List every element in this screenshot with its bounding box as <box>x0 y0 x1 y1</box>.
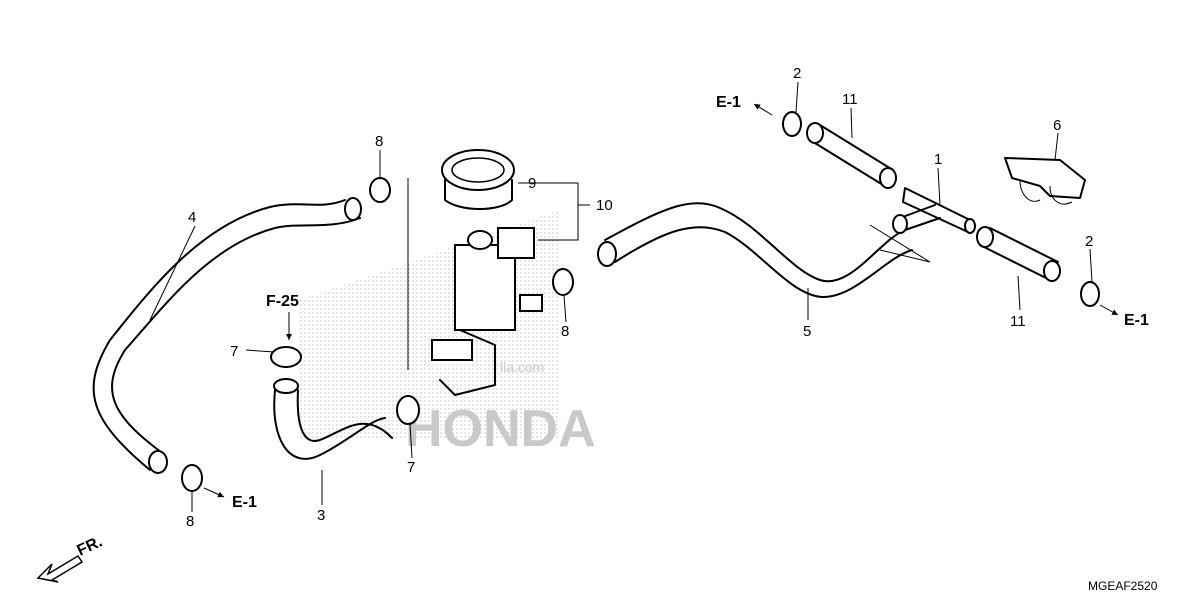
clamp-holder-6 <box>1004 157 1086 205</box>
clips <box>181 111 1100 492</box>
callout-8-middle: 8 <box>561 323 569 340</box>
watermark-area: HONDA lla.com <box>300 210 596 458</box>
callout-8-upper: 8 <box>375 133 383 150</box>
callout-5: 5 <box>803 323 811 340</box>
ref-e1-upper: E-1 <box>716 94 741 111</box>
hose-5 <box>597 202 913 299</box>
callout-1: 1 <box>934 151 942 168</box>
clip-9 <box>441 149 515 210</box>
ref-e1-lower: E-1 <box>232 494 257 511</box>
solenoid-valve-10 <box>431 227 543 396</box>
callout-10: 10 <box>596 197 613 214</box>
callout-11-upper: 11 <box>842 91 858 108</box>
hose-3 <box>273 378 393 460</box>
direction-label: FR. <box>75 533 106 559</box>
callout-2-lower: 2 <box>1085 233 1093 250</box>
callout-7-left: 7 <box>230 343 238 360</box>
front-arrow-icon <box>36 554 84 583</box>
callout-7-lower: 7 <box>407 459 415 476</box>
hose-11-upper <box>806 122 897 189</box>
tee-joint-1 <box>869 187 976 263</box>
callout-8-lower: 8 <box>186 513 194 530</box>
hose-4 <box>92 197 362 474</box>
callout-11-lower: 11 <box>1010 313 1026 330</box>
callout-9: 9 <box>528 175 536 192</box>
hose-11-lower <box>976 226 1061 282</box>
part-code: MGEAF2520 <box>1088 579 1158 593</box>
callout-2-upper: 2 <box>793 65 801 82</box>
watermark-site: lla.com <box>500 359 544 375</box>
callout-4: 4 <box>188 209 196 226</box>
ref-e1-right: E-1 <box>1124 312 1149 329</box>
callout-3: 3 <box>317 507 325 524</box>
ref-f25: F-25 <box>266 293 299 310</box>
leader-lines <box>149 81 1119 512</box>
front-direction-indicator: FR. <box>36 533 106 583</box>
watermark-brand: HONDA <box>405 400 596 458</box>
callout-6: 6 <box>1053 117 1061 134</box>
